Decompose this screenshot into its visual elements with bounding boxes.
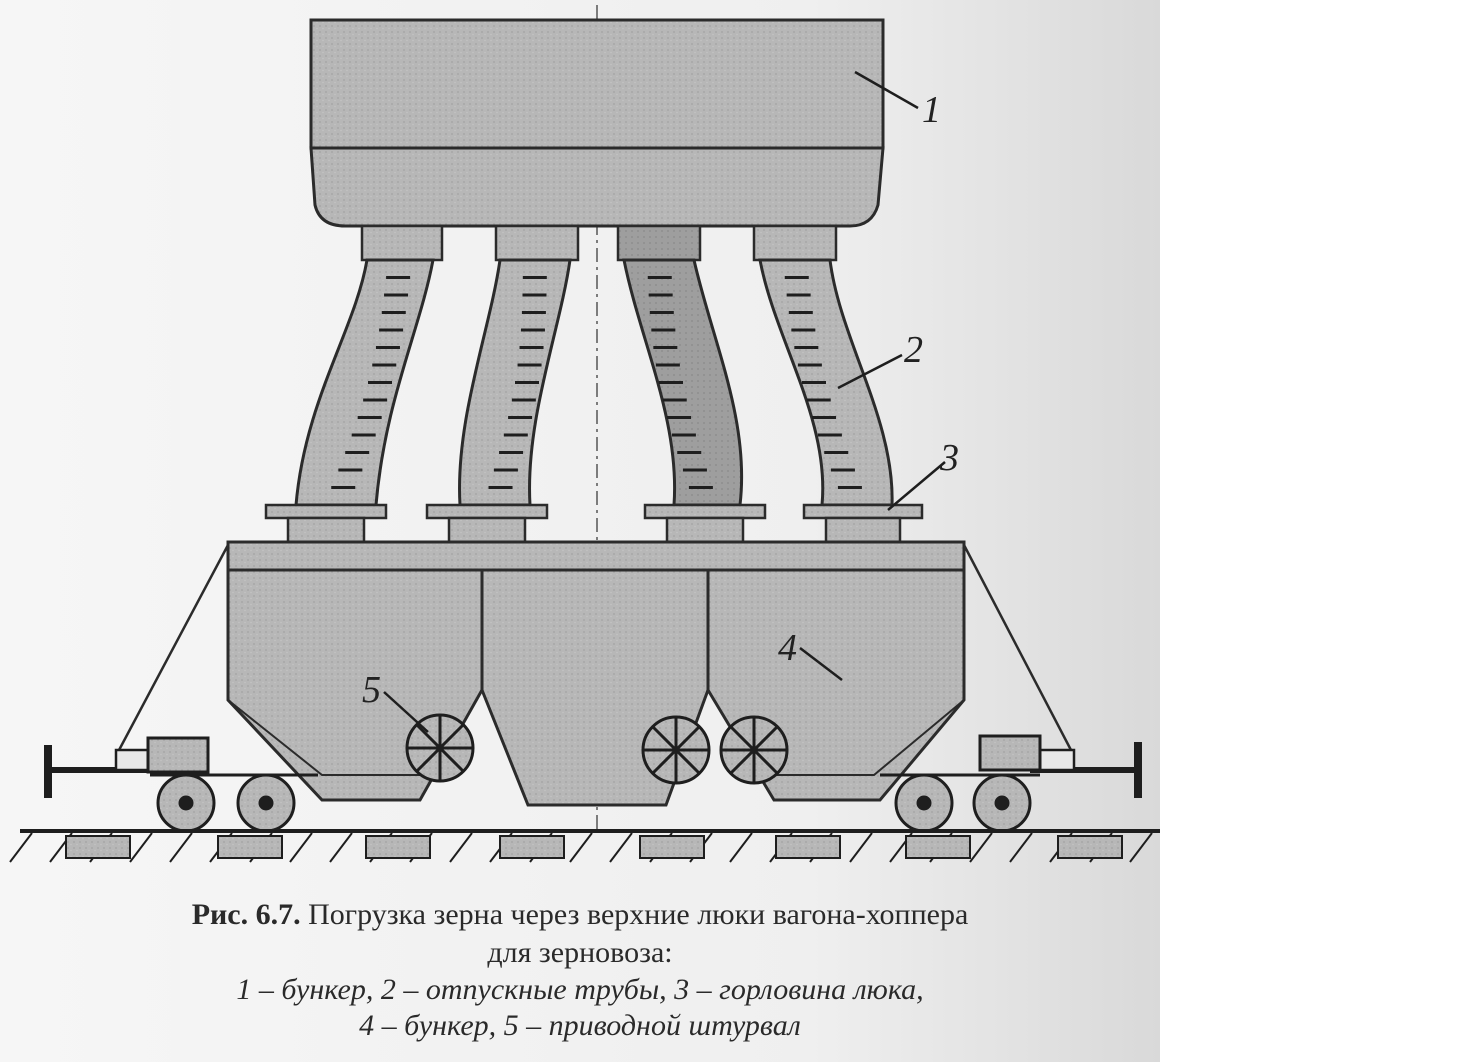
- handwheel-2: [641, 715, 711, 785]
- drive-handwheels: [405, 713, 789, 785]
- handwheel-1: [405, 713, 475, 783]
- discharge-pipe-2: [458, 258, 572, 507]
- rail-track: [9, 829, 1160, 863]
- leader-lines: [383, 70, 946, 733]
- callout-5: 5: [362, 669, 381, 711]
- bogie-left: [146, 736, 318, 833]
- callout-2: 2: [904, 329, 923, 371]
- callout-1: 1: [922, 89, 941, 131]
- discharge-pipe-1: [294, 258, 435, 507]
- handwheel-3: [719, 715, 789, 785]
- outlet-stubs: [360, 224, 838, 262]
- ground-hatch: [329, 832, 353, 863]
- ground-hatch: [729, 832, 753, 863]
- caption-legend-line1: 1 – бункер, 2 – отпускные трубы, 3 – гор…: [236, 973, 924, 1006]
- discharge-pipes: [294, 258, 894, 507]
- bogie-right: [880, 734, 1042, 833]
- callout-4: 4: [778, 627, 797, 669]
- ground-hatch: [849, 832, 873, 863]
- ground-hatch: [169, 832, 193, 863]
- hopper-wagon: [116, 540, 1074, 807]
- figure-caption: Рис. 6.7. Погрузка зерна через верхние л…: [60, 896, 1100, 1044]
- hatch-necks: [264, 503, 924, 544]
- caption-title-line1: Погрузка зерна через верхние люки вагона…: [308, 898, 969, 931]
- ground-hatch: [289, 832, 313, 863]
- ground-hatch: [129, 832, 153, 863]
- sleepers: [65, 835, 1123, 859]
- ground-hatch: [9, 832, 33, 863]
- hopper-loading-diagram: 1 2 3 4 5: [9, 5, 1160, 863]
- ground-hatch: [449, 832, 473, 863]
- scan-margin: [1160, 0, 1474, 1062]
- caption-title-line2: для зерновоза:: [487, 936, 673, 969]
- couplers: [44, 742, 1142, 798]
- ground-hatch: [1129, 832, 1153, 863]
- caption-figure-number: Рис. 6.7.: [191, 898, 301, 931]
- ground-hatch: [569, 832, 593, 863]
- pipe-ribs: [331, 276, 862, 489]
- discharge-pipe-4: [758, 258, 894, 507]
- callout-3: 3: [939, 437, 959, 479]
- ground-hatch: [1009, 832, 1033, 863]
- ground-hatch: [609, 832, 633, 863]
- caption-title: Рис. 6.7. Погрузка зерна через верхние л…: [60, 896, 1100, 934]
- ground-hatch: [969, 832, 993, 863]
- top-bunker: [309, 18, 885, 228]
- caption-legend-line2: 4 – бункер, 5 – приводной штурвал: [359, 1009, 801, 1042]
